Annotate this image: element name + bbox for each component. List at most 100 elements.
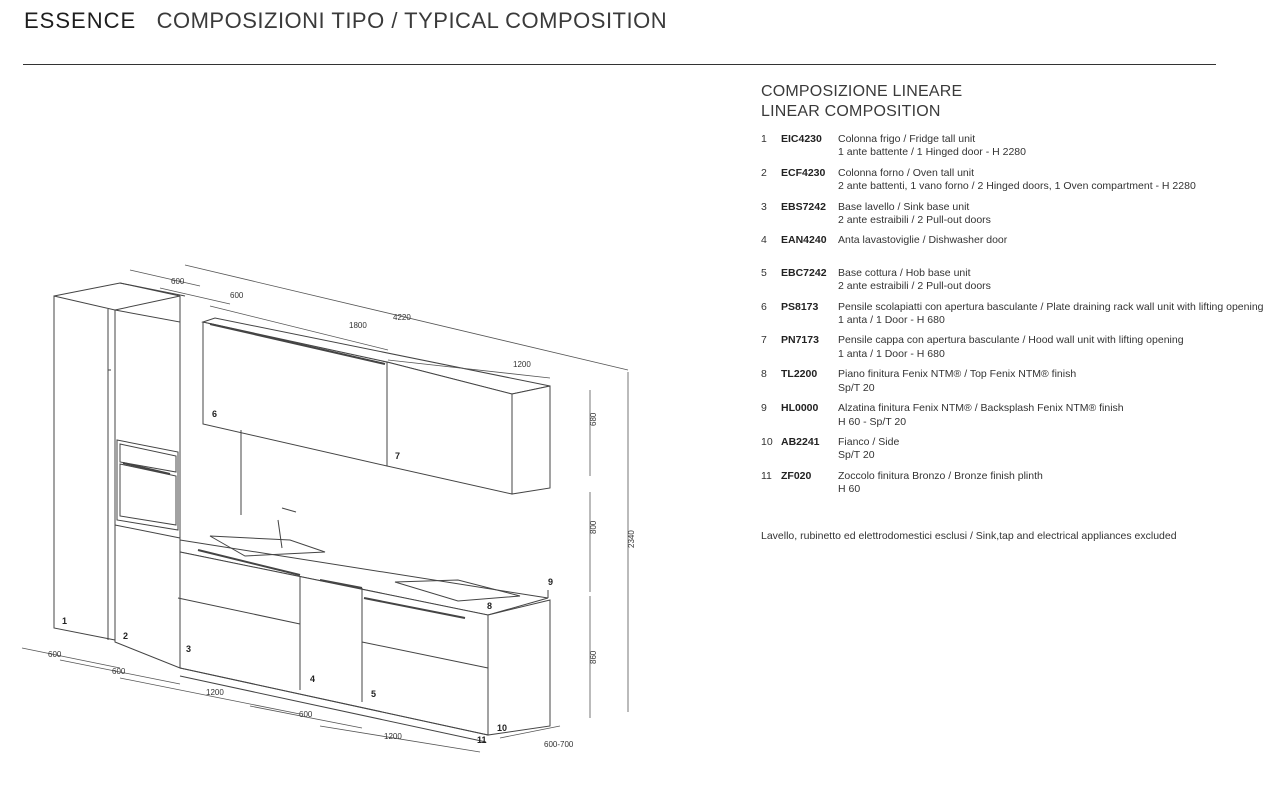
dim-bottom-1200-b: 1200: [384, 732, 402, 741]
wall-units: [201, 317, 551, 515]
callout-3: 3: [186, 644, 191, 654]
dim-right-680: 680: [589, 412, 598, 426]
item-description-line1: Anta lavastoviglie / Dishwasher door: [838, 234, 1008, 247]
item-description: Zoccolo finitura Bronzo / Bronze finish …: [838, 470, 1256, 497]
dim-right-860: 860: [589, 650, 598, 664]
item-number: 7: [761, 334, 767, 347]
item-number: 9: [761, 402, 767, 415]
item-description-line2: 1 anta / 1 Door - H 680: [838, 314, 945, 327]
kitchen-isometric-drawing: 600 600 1800 4220 1200 680 800 2340 860 …: [21, 264, 636, 753]
dim-top-1800: 1800: [349, 321, 367, 330]
base-units: [177, 507, 551, 743]
dim-right-2340: 2340: [627, 530, 636, 548]
composition-panel: COMPOSIZIONE LINEARE LINEAR COMPOSITION …: [761, 82, 1264, 497]
page-subtitle: COMPOSIZIONI TIPO / TYPICAL COMPOSITION: [156, 8, 668, 33]
composition-list: 1 EIC4230 Colonna frigo / Fridge tall unit…: [761, 133, 1264, 497]
item-code: PS8173: [781, 300, 819, 313]
composition-title-en: LINEAR COMPOSITION: [761, 103, 941, 120]
brand-title: ESSENCE: [24, 8, 137, 33]
callout-10: 10: [497, 723, 507, 733]
callout-5: 5: [371, 689, 376, 699]
item-code: AB2241: [781, 435, 820, 448]
callout-7: 7: [395, 451, 400, 461]
dim-top-1200: 1200: [513, 360, 531, 369]
dimension-lines: [21, 264, 629, 753]
item-description-line2: H 60 - Sp/T 20: [838, 415, 907, 428]
item-number: 10: [761, 435, 773, 448]
dim-top-600-a: 600: [171, 277, 185, 286]
item-code: PN7173: [781, 334, 819, 347]
item-number: 8: [761, 368, 767, 381]
composition-item: 8 TL2200 Piano finitura Fenix NTM® / Top F…: [761, 368, 1256, 395]
item-description-line2: H 60: [838, 483, 861, 496]
item-code: EBS7242: [781, 200, 826, 213]
header-divider: [23, 64, 1216, 65]
dim-bottom-600-a: 600: [48, 650, 62, 659]
item-description-line1: Pensile scolapiatti con apertura bascula…: [838, 300, 1264, 313]
item-description-line2: 1 ante battente / 1 Hinged door - H 2280: [838, 146, 1026, 159]
item-description-line1: Colonna frigo / Fridge tall unit: [838, 133, 976, 145]
callout-2: 2: [123, 631, 128, 641]
item-description: Pensile scolapiatti con apertura bascula…: [838, 300, 1264, 328]
dim-bottom-depth: 600-700: [544, 740, 574, 749]
exclusion-note: Lavello, rubinetto ed elettrodomestici e…: [761, 530, 1177, 542]
composition-item: 7 PN7173 Pensile cappa con apertura bascul…: [761, 334, 1256, 361]
dim-top-4220: 4220: [393, 313, 411, 322]
item-code: ECF4230: [781, 166, 826, 179]
item-description-line2: 2 ante battenti, 1 vano forno / 2 Hinged…: [838, 180, 1196, 193]
dim-right-800: 800: [589, 520, 598, 534]
item-number: 2: [761, 166, 767, 179]
composition-item: 4 EAN4240 Anta lavastoviglie / Dishwasher …: [761, 234, 1256, 247]
item-code: EAN4240: [781, 234, 827, 247]
item-number: 3: [761, 200, 767, 213]
composition-item: 9 HL0000 Alzatina finitura Fenix NTM® / Ba…: [761, 402, 1256, 429]
dim-bottom-600-b: 600: [112, 667, 126, 676]
item-code: HL0000: [781, 402, 819, 415]
item-description: Alzatina finitura Fenix NTM® / Backsplas…: [838, 402, 1256, 429]
item-description-line1: Alzatina finitura Fenix NTM® / Backsplas…: [838, 402, 1124, 415]
callout-4: 4: [310, 674, 315, 684]
item-description-line2: Sp/T 20: [838, 381, 875, 394]
item-description-line1: Fianco / Side: [838, 435, 900, 448]
composition-item: 1 EIC4230 Colonna frigo / Fridge tall unit…: [761, 133, 1256, 160]
callout-9: 9: [548, 577, 553, 587]
composition-item: 11 ZF020 Zoccolo finitura Bronzo / Bronze …: [761, 470, 1256, 497]
item-code: EBC7242: [781, 266, 827, 279]
item-description-line2: 2 ante estraibili / 2 Pull-out doors: [838, 214, 991, 227]
item-description-line1: Colonna forno / Oven tall unit: [838, 166, 974, 179]
oven-tall-unit: [114, 282, 186, 669]
dim-top-600-b: 600: [230, 291, 244, 300]
item-number: 11: [761, 469, 772, 482]
callout-6: 6: [212, 409, 217, 419]
item-description-line1: Base lavello / Sink base unit: [838, 200, 970, 213]
callout-11: 11: [477, 735, 487, 745]
item-description-line2: 1 anta / 1 Door - H 680: [838, 347, 945, 360]
dim-bottom-600-c: 600: [299, 710, 313, 719]
composition-title-it: COMPOSIZIONE LINEARE: [761, 83, 963, 100]
page-header: ESSENCE COMPOSIZIONI TIPO / TYPICAL COMP…: [24, 8, 667, 34]
item-description-line1: Base cottura / Hob base unit: [838, 266, 971, 279]
item-code: EIC4230: [781, 133, 822, 145]
item-description-line2: 2 ante estraibili / 2 Pull-out doors: [838, 280, 991, 293]
item-description-line2: Sp/T 20: [838, 449, 875, 462]
item-description: Anta lavastoviglie / Dishwasher door: [838, 234, 1256, 247]
item-number: 1: [761, 133, 767, 145]
item-number: 4: [761, 234, 767, 247]
item-description-line1: Pensile cappa con apertura basculante / …: [838, 334, 1184, 347]
item-description: Piano finitura Fenix NTM® / Top Fenix NT…: [838, 368, 1256, 395]
item-description-line1: Piano finitura Fenix NTM® / Top Fenix NT…: [838, 368, 1077, 381]
item-description-line1: Zoccolo finitura Bronzo / Bronze finish …: [838, 469, 1043, 482]
item-code: TL2200: [781, 368, 818, 381]
dim-bottom-1200-a: 1200: [206, 688, 224, 697]
item-code: ZF020: [781, 469, 812, 482]
callout-1: 1: [62, 616, 67, 626]
item-description: Pensile cappa con apertura basculante / …: [838, 334, 1256, 361]
